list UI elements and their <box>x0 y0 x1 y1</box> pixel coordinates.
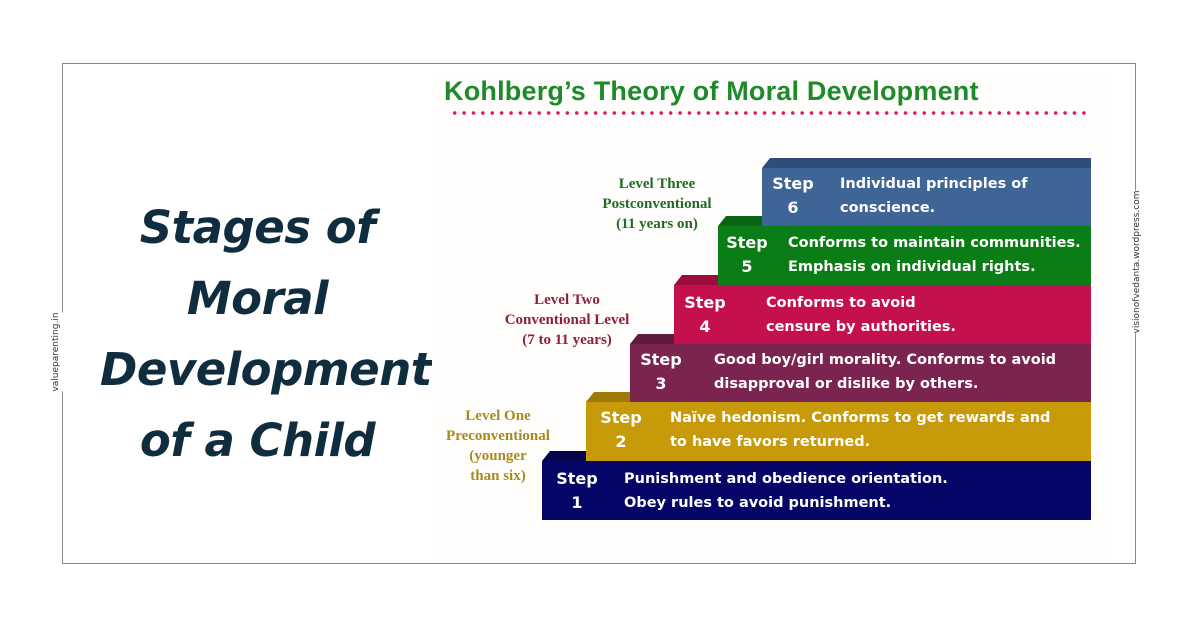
level-line: Conventional Level <box>504 312 630 328</box>
step-2-description: Naïve hedonism. Conforms to get rewards … <box>670 406 1050 454</box>
step-5-label: Step 5 <box>720 231 774 279</box>
level-line: Preconventional <box>446 428 550 444</box>
source-label-right: visionofvedanta.wordpress.com <box>1128 190 1146 334</box>
desc-line: Individual principles of <box>840 176 1028 192</box>
level-line: (7 to 11 years) <box>522 332 612 348</box>
level-line: (11 years on) <box>616 216 698 232</box>
step-word: Step <box>556 469 598 488</box>
step-number: 3 <box>655 374 667 393</box>
step-4-label: Step 4 <box>678 291 732 339</box>
step-word: Step <box>640 350 682 369</box>
level-line: Level Three <box>618 176 696 192</box>
step-1-label: Step 1 <box>550 467 604 515</box>
level-line: Postconventional <box>602 196 712 212</box>
level-line: Level Two <box>534 292 600 308</box>
level-line: than six) <box>470 468 526 484</box>
step-word: Step <box>600 408 642 427</box>
step-3-label: Step 3 <box>634 348 688 396</box>
level-line: Level One <box>465 408 531 424</box>
step-1-description: Punishment and obedience orientation. Ob… <box>624 467 948 515</box>
desc-line: Naïve hedonism. Conforms to get rewards … <box>670 410 1051 426</box>
step-2-label: Step 2 <box>594 406 648 454</box>
level-one-label: Level One Preconventional (younger than … <box>438 406 558 486</box>
step-word: Step <box>772 174 814 193</box>
title-line: of a Child <box>139 414 376 467</box>
step-6-label: Step 6 <box>764 172 822 220</box>
title-line: Development <box>100 343 432 396</box>
desc-line: Conforms to avoid <box>766 295 916 311</box>
step-6-description: Individual principles of conscience. <box>840 172 1028 220</box>
step-4-description: Conforms to avoid censure by authorities… <box>766 291 956 339</box>
level-line: (younger <box>469 448 527 464</box>
desc-line: conscience. <box>840 200 936 216</box>
step-4-block: Step 4 Conforms to avoid censure by auth… <box>674 275 1091 344</box>
step-word: Step <box>726 233 768 252</box>
step-number: 6 <box>787 198 799 217</box>
desc-line: Emphasis on individual rights. <box>788 259 1036 275</box>
level-two-label: Level Two Conventional Level (7 to 11 ye… <box>492 290 642 350</box>
step-6-block: Step 6 Individual principles of conscien… <box>762 158 1091 226</box>
step-3-block: Step 3 Good boy/girl morality. Conforms … <box>630 334 1091 402</box>
step-number: 4 <box>699 317 711 336</box>
desc-line: to have favors returned. <box>670 434 871 450</box>
dotted-divider <box>450 110 1090 116</box>
desc-line: Obey rules to avoid punishment. <box>624 495 892 511</box>
step-2-block: Step 2 Naïve hedonism. Conforms to get r… <box>586 392 1091 461</box>
step-1-block: Step 1 Punishment and obedience orientat… <box>542 451 1091 520</box>
desc-line: Conforms to maintain communities. <box>788 235 1081 251</box>
title-line: Moral <box>186 272 329 325</box>
step-3-description: Good boy/girl morality. Conforms to avoi… <box>714 348 1056 396</box>
step-number: 5 <box>741 257 753 276</box>
desc-line: censure by authorities. <box>766 319 956 335</box>
level-three-label: Level Three Postconventional (11 years o… <box>582 174 732 234</box>
page-title: Stages of Moral Development of a Child <box>100 192 432 476</box>
desc-line: Punishment and obedience orientation. <box>624 471 948 487</box>
title-line: Stages of <box>139 201 376 254</box>
step-6-top-face <box>762 158 1091 168</box>
kohlberg-diagram: Kohlberg’s Theory of Moral Development L… <box>432 72 1112 560</box>
step-number: 1 <box>571 493 583 512</box>
step-5-block: Step 5 Conforms to maintain communities.… <box>718 216 1091 285</box>
desc-line: Good boy/girl morality. Conforms to avoi… <box>714 352 1057 368</box>
source-label-left: valueparenting.in <box>47 312 65 392</box>
step-5-description: Conforms to maintain communities. Emphas… <box>788 231 1081 279</box>
diagram-title: Kohlberg’s Theory of Moral Development <box>444 76 979 106</box>
desc-line: disapproval or dislike by others. <box>714 376 979 392</box>
step-word: Step <box>684 293 726 312</box>
step-number: 2 <box>615 432 627 451</box>
